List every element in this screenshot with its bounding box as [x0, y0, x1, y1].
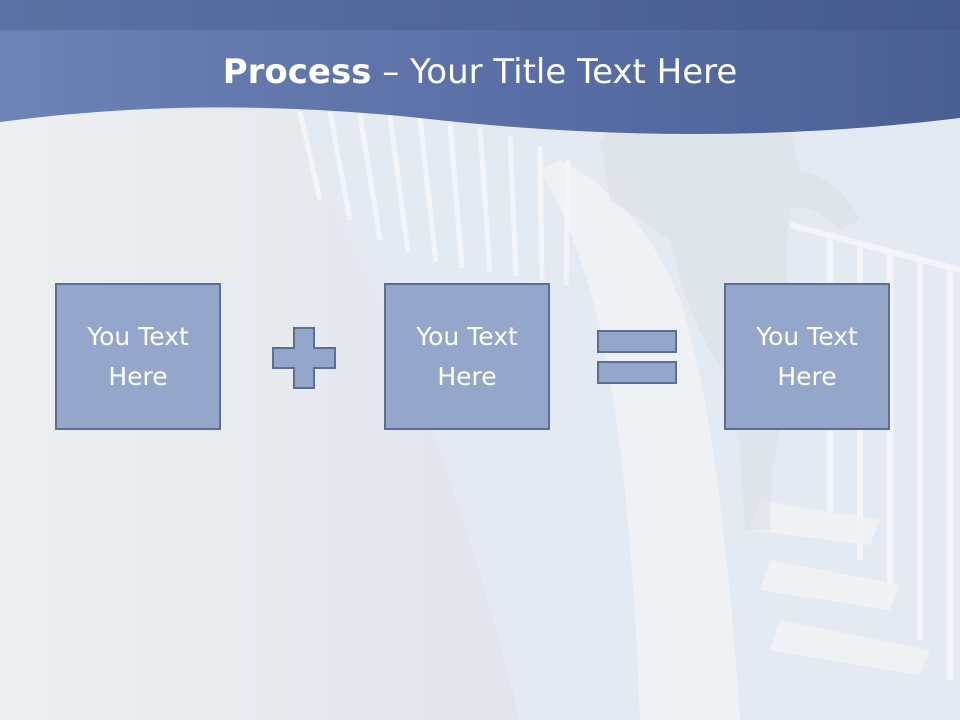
plus-icon [272, 327, 336, 389]
box-1-line-2: Here [108, 361, 168, 391]
title-bold-text: Process [222, 52, 372, 92]
box-2-line-2: Here [437, 361, 497, 391]
title-rest-text: – Your Title Text Here [371, 52, 738, 92]
process-box-1[interactable]: You Text Here [55, 283, 221, 430]
equals-icon [597, 330, 677, 384]
header-band [0, 0, 960, 134]
box-1-line-1: You Text [87, 321, 189, 351]
box-2-line-1: You Text [416, 321, 518, 351]
process-box-3[interactable]: You Text Here [724, 283, 890, 430]
process-box-2[interactable]: You Text Here [384, 283, 550, 430]
box-3-line-2: Here [777, 361, 837, 391]
box-3-line-1: You Text [756, 321, 858, 351]
slide-title: Process – Your Title Text Here [0, 52, 960, 92]
